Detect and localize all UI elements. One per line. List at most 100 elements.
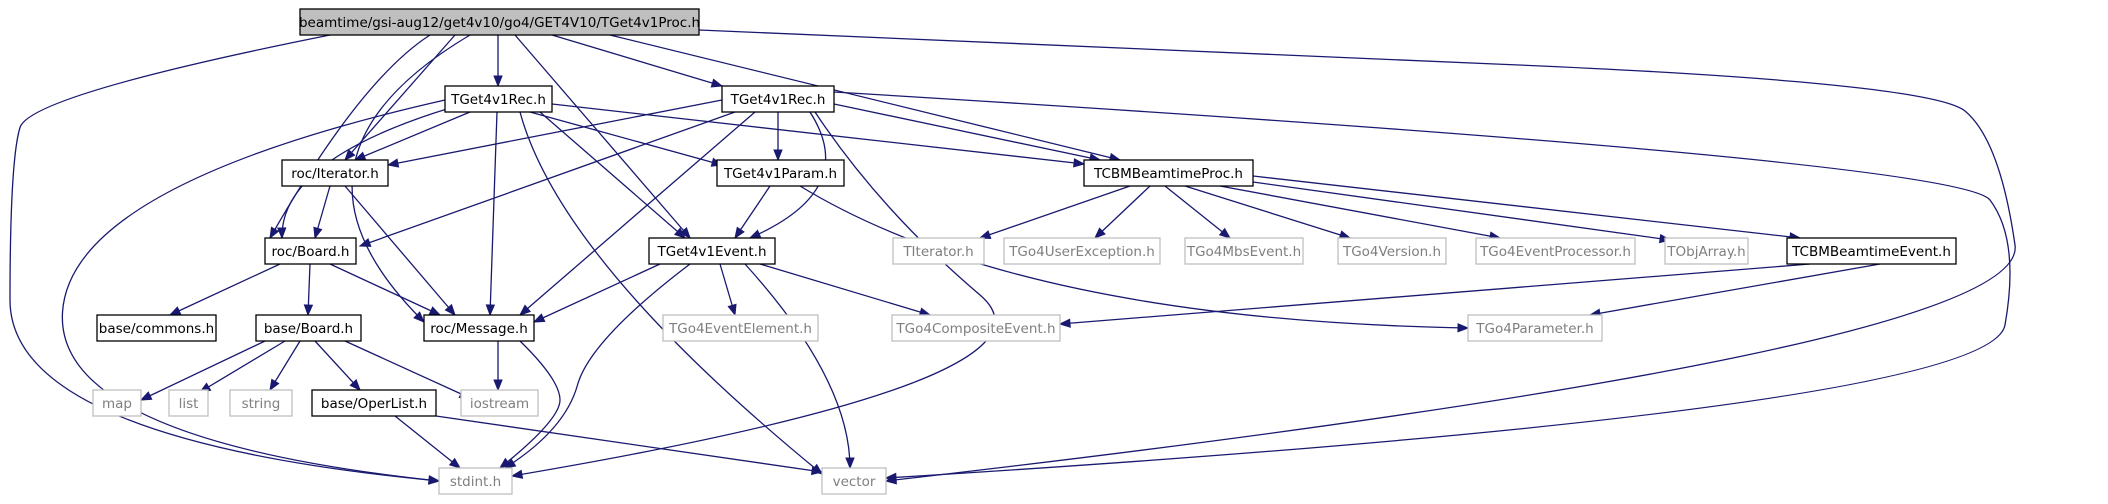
node-tget4v1rec_b[interactable]: TGet4v1Rec.h bbox=[721, 85, 835, 113]
node-box bbox=[721, 85, 835, 113]
node-tget4v1param[interactable]: TGet4v1Param.h bbox=[716, 159, 845, 187]
arrowhead-icon bbox=[884, 472, 897, 483]
arrowhead-icon bbox=[748, 229, 762, 239]
edge-line bbox=[759, 263, 931, 316]
edge-tget4v1rec_a-to-stdint bbox=[61, 99, 446, 485]
edge-tcbmbeamtimeproc-to-tobjarray bbox=[1252, 181, 1672, 244]
node-label: TGo4UserException.h bbox=[1008, 244, 1155, 260]
arrowhead-icon bbox=[1218, 227, 1232, 239]
node-label: TGet4v1Rec.h bbox=[730, 92, 826, 108]
node-box bbox=[281, 159, 389, 187]
node-box bbox=[1083, 159, 1254, 187]
edge-tget4v1event-to-tgo4eventelement bbox=[719, 263, 737, 317]
edge-tget4v1rec_b-to-tcbmbeamtimeproc bbox=[833, 103, 1102, 163]
node-base_commons[interactable]: base/commons.h bbox=[96, 314, 217, 342]
node-tgo4compositeevent: TGo4CompositeEvent.h bbox=[891, 314, 1061, 342]
edge-line bbox=[533, 263, 661, 323]
arrowhead-icon bbox=[444, 303, 456, 317]
node-label: iostream bbox=[470, 396, 529, 412]
node-label: roc/Message.h bbox=[430, 321, 528, 337]
node-box bbox=[311, 389, 437, 417]
edge-tget4v1rec_a-to-tcbmbeamtimeproc bbox=[551, 103, 1086, 168]
arrowhead-icon bbox=[532, 313, 546, 323]
node-label: map bbox=[102, 396, 132, 412]
node-tgo4userexception: TGo4UserException.h bbox=[1003, 237, 1161, 265]
arrowhead-icon bbox=[168, 306, 182, 316]
node-box bbox=[1664, 237, 1749, 265]
node-base_board[interactable]: base/Board.h bbox=[255, 314, 362, 342]
edge-line bbox=[1059, 263, 1811, 325]
edge-line bbox=[1589, 263, 1881, 316]
edge-line bbox=[354, 111, 471, 161]
edge-line bbox=[698, 29, 2016, 482]
node-roc_message[interactable]: roc/Message.h bbox=[423, 314, 535, 342]
edge-line bbox=[9, 34, 440, 482]
node-box bbox=[1467, 314, 1603, 342]
edge-tget4v1rec_b-to-roc_message bbox=[518, 111, 756, 316]
node-box bbox=[255, 314, 362, 342]
node-label: TObjArray.h bbox=[1666, 244, 1745, 260]
edge-line bbox=[744, 263, 851, 469]
arrowhead-icon bbox=[810, 465, 824, 476]
edge-line bbox=[833, 103, 1101, 161]
node-label: stdint.h bbox=[450, 474, 501, 490]
arrowhead-icon bbox=[518, 304, 532, 316]
edge-line bbox=[344, 34, 456, 161]
edge-tget4v1rec_b-to-roc_iterator bbox=[386, 99, 723, 168]
node-titerator: TIterator.h bbox=[892, 237, 985, 265]
node-tgo4mbsevent: TGo4MbsEvent.h bbox=[1184, 237, 1304, 265]
node-tcbmbeamtimeevent[interactable]: TCBMBeamtimeEvent.h bbox=[1786, 237, 1957, 265]
node-tget4v1event[interactable]: TGet4v1Event.h bbox=[648, 237, 776, 265]
node-label: TGo4Parameter.h bbox=[1475, 321, 1593, 337]
edge-roc_message-to-stdint bbox=[498, 340, 561, 469]
node-box bbox=[1475, 237, 1636, 265]
edge-tcbmbeamtimeproc-to-tgo4userexception bbox=[1094, 185, 1151, 239]
edge-tget4v1event-to-roc_message bbox=[532, 263, 661, 323]
arrowhead-icon bbox=[344, 148, 356, 162]
edge-roc_message-to-iostream bbox=[493, 341, 503, 392]
edge-tget4v1proc-to-tcbmbeamtimeproc bbox=[609, 34, 1122, 163]
edge-line bbox=[344, 185, 456, 316]
arrowhead-icon bbox=[727, 303, 737, 317]
edge-tcbmbeamtimeproc-to-titerator bbox=[978, 185, 1131, 240]
node-label: TGo4CompositeEvent.h bbox=[895, 321, 1055, 337]
node-label: TCBMBeamtimeEvent.h bbox=[1791, 244, 1951, 260]
edge-tget4v1proc-to-roc_iterator bbox=[344, 34, 456, 162]
edge-line bbox=[387, 99, 723, 166]
edge-tget4v1rec_b-to-vector bbox=[833, 91, 2011, 483]
node-box bbox=[438, 467, 513, 495]
edge-base_board-to-string bbox=[269, 340, 301, 392]
node-tgo4version: TGo4Version.h bbox=[1337, 237, 1447, 265]
arrowhead-icon bbox=[710, 78, 724, 88]
node-base_operlist[interactable]: base/OperList.h bbox=[311, 389, 437, 417]
arrowhead-icon bbox=[978, 230, 992, 240]
node-roc_iterator[interactable]: roc/Iterator.h bbox=[281, 159, 389, 187]
edge-tget4v1param-to-tgo4parameter bbox=[799, 185, 1470, 333]
edge-line bbox=[1184, 185, 1351, 239]
edge-line bbox=[489, 111, 498, 316]
edge-base_operlist-to-vector bbox=[435, 415, 824, 476]
node-tget4v1rec_a[interactable]: TGet4v1Rec.h bbox=[444, 85, 553, 113]
node-layer: beamtime/gsi-aug12/get4v10/go4/GET4V10/T… bbox=[92, 8, 1957, 495]
edge-tget4v1event-to-tgo4compositeevent bbox=[759, 263, 932, 317]
node-roc_board[interactable]: roc/Board.h bbox=[264, 237, 357, 265]
edge-line bbox=[1094, 185, 1151, 239]
node-tcbmbeamtimeproc[interactable]: TCBMBeamtimeProc.h bbox=[1083, 159, 1254, 187]
node-label: base/commons.h bbox=[99, 321, 214, 337]
edge-tget4v1proc-to-roc_board bbox=[269, 34, 431, 240]
edge-line bbox=[435, 415, 823, 473]
node-label: TGo4Version.h bbox=[1342, 244, 1441, 260]
node-label: vector bbox=[833, 474, 876, 490]
edge-tget4v1proc-to-tget4v1event bbox=[514, 34, 691, 240]
edge-tcbmbeamtimeproc-to-tgo4version bbox=[1184, 185, 1352, 240]
node-box bbox=[1337, 237, 1447, 265]
edge-tget4v1event-to-vector bbox=[744, 263, 855, 470]
node-tget4v1proc[interactable]: beamtime/gsi-aug12/get4v10/go4/GET4V10/T… bbox=[299, 8, 700, 36]
node-box bbox=[460, 389, 539, 417]
arrowhead-icon bbox=[673, 227, 687, 239]
node-label: base/OperList.h bbox=[321, 396, 427, 412]
edge-base_board-to-map bbox=[139, 340, 266, 401]
node-box bbox=[716, 159, 845, 187]
node-map: map bbox=[92, 389, 142, 417]
edge-line bbox=[1252, 175, 1801, 239]
